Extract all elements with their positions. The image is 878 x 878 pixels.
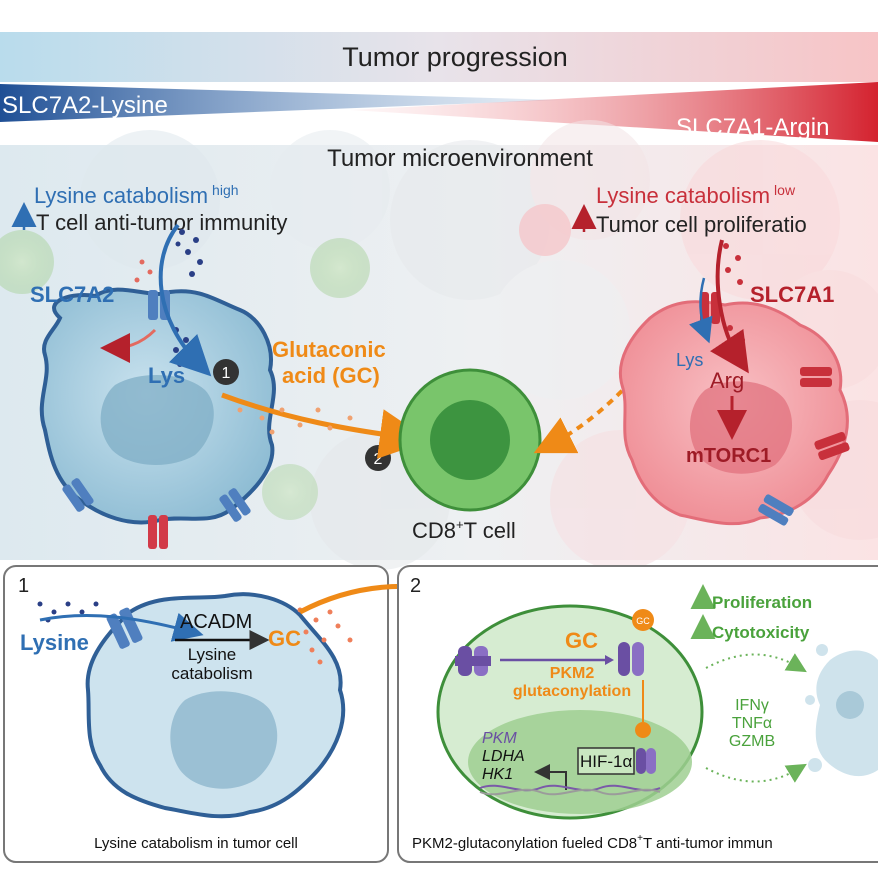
arg-dots-left: [134, 259, 153, 283]
progression-banner: [0, 32, 878, 82]
red-wedge: [350, 82, 878, 142]
bg-tumor-red-1: [519, 204, 571, 256]
right-effect: Tumor cell proliferatio: [596, 212, 807, 237]
bg-tcell-2: [310, 238, 370, 298]
pkm2-nuclear-icon: [636, 748, 656, 774]
panel-1-nucleus: [170, 691, 278, 789]
cytokine-tnfa: TNFα: [732, 715, 772, 732]
gene-hk1: HK1: [482, 766, 513, 783]
right-transporter-red2-icon: [814, 431, 850, 461]
gc-dots: [237, 407, 353, 435]
panel-2-gc-label: GC: [565, 628, 598, 653]
banner-left-label: SLC7A2-Lysine: [2, 92, 168, 119]
outcome-proliferation: Proliferation: [712, 593, 812, 612]
arg-efflux-arrow: [100, 328, 157, 363]
panel-2-number: 2: [410, 575, 421, 597]
pkm2-label: PKM2: [550, 665, 595, 682]
right-transporter-blue-icon: [758, 494, 794, 526]
panel-1-lysine-arrow: [39, 612, 204, 642]
gc-label-line1: Glutaconic: [272, 337, 386, 362]
background-cells: [80, 120, 878, 570]
left-nucleus: [100, 374, 214, 466]
left-transporter-red-icon: [148, 515, 168, 549]
slc7a1-label: SLC7A1: [750, 282, 834, 307]
gc-tag-text: GC: [636, 616, 650, 626]
left-transporter-blue-icon: [62, 478, 94, 512]
panel-1-gc-label: GC: [268, 626, 301, 651]
step-1-badge: [213, 359, 239, 385]
outcome-cytotoxicity: Cytotoxicity: [712, 623, 810, 642]
step-2-number: 2: [374, 451, 383, 468]
hif-box: [577, 747, 635, 775]
gc-label-line2: acid (GC): [282, 363, 380, 388]
pkm2-dimer-icon: [618, 642, 644, 676]
step-1-number: 1: [222, 365, 231, 382]
tme-title: Tumor microenvironment: [327, 145, 593, 172]
cytokine-ifng: IFNγ: [735, 697, 769, 714]
left-transporter-blue2-icon: [219, 488, 251, 522]
panel-1-caption: Lysine catabolism in tumor cell: [94, 835, 298, 852]
bg-tcell-3: [262, 464, 318, 520]
t-cell-label: CD8+T cell: [412, 517, 516, 543]
pkm2-arrowhead: [605, 655, 614, 665]
bg-tcell-1: [0, 230, 54, 294]
right-transporter-red1-icon: [800, 367, 832, 387]
acadm-label: ACADM: [180, 611, 252, 633]
right-lys-arrow: [689, 277, 713, 344]
right-arg-label: Arg: [710, 368, 744, 393]
panel-1-number: 1: [18, 575, 29, 597]
slc7a2-label: SLC7A2: [30, 282, 114, 307]
left-effect: T cell anti-tumor immunity: [36, 210, 287, 235]
mtorc1-label: mTORC1: [686, 445, 771, 467]
panel-1-process-line2: catabolism: [171, 664, 252, 683]
gc-tag-circle: [632, 609, 654, 631]
right-lys-label: Lys: [676, 350, 703, 370]
gene-pkm: PKM: [482, 730, 517, 747]
banner-title: Tumor progression: [342, 42, 568, 72]
gene-ldha: LDHA: [482, 748, 525, 765]
panel-2-caption: PKM2-glutaconylation fueled CD8+T anti-t…: [412, 833, 773, 852]
panel-1-transporter-icon: [106, 607, 143, 649]
panel-1-lysine-label: Lysine: [20, 630, 89, 655]
dna-strand-2: [479, 788, 661, 796]
dna-strand-1: [479, 784, 661, 792]
lys-uptake-arrow: [158, 223, 212, 377]
pkm2-tetramer-icon: [455, 646, 491, 676]
left-lys-label: Lys: [148, 363, 185, 388]
banner-right-label: SLC7A1-Argin: [676, 114, 829, 141]
t-cell-nucleus: [430, 400, 510, 480]
glutaconylation-label: glutaconylation: [513, 683, 631, 700]
hif-label: HIF-1α: [580, 752, 633, 771]
gc-tag-small: [635, 722, 651, 738]
hif-target-arrow: [534, 764, 567, 790]
arg-uptake-arrow: [710, 239, 749, 374]
panel-1-process-line1: Lysine: [188, 645, 237, 664]
blue-wedge: [0, 84, 560, 122]
cytokine-gzmb: GZMB: [729, 733, 775, 750]
gc-transfer-arrow: [221, 392, 430, 459]
dying-tumor-cell-icon: [805, 644, 878, 777]
